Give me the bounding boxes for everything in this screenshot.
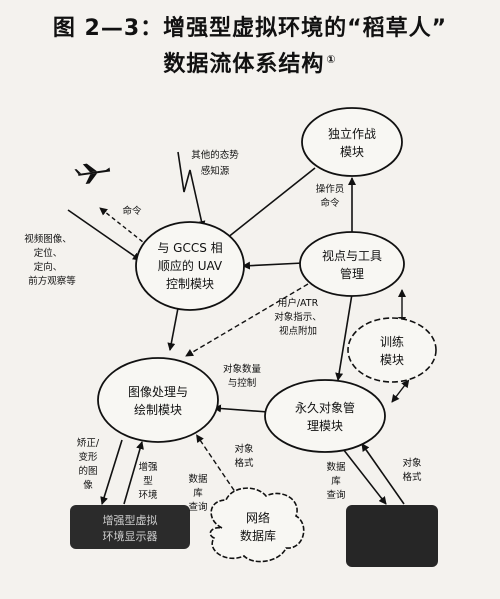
node-persistent-objects: [264, 379, 386, 453]
label-correct-3: 的图: [78, 465, 97, 477]
label-obj-count-1: 对象数量: [223, 363, 262, 375]
label-correct-4: 像: [83, 479, 93, 491]
node-left-display-line2: 环境显示器: [103, 529, 158, 543]
label-user-atr-3: 视点附加: [279, 325, 317, 337]
label-db-query-left-2: 库: [193, 487, 203, 499]
label-video-3: 定向、: [34, 261, 63, 273]
edge-right-db-to-persistent: [361, 443, 405, 505]
node-network-line2: 数据库: [240, 528, 276, 543]
node-persistent-line1: 永久对象管: [295, 400, 355, 415]
node-uav-control: [135, 221, 245, 311]
edge-uav-to-image: [167, 307, 179, 351]
node-right-database: [346, 505, 438, 567]
node-network-db: [209, 487, 305, 563]
label-user-atr-1: 用户/ATR: [278, 297, 319, 309]
label-db-query-left-1: 数据: [188, 473, 208, 485]
figure-title-line1: 图 2—3：增强型虚拟环境的“稻草人”: [52, 16, 448, 41]
label-other-sensors-2: 感知源: [201, 165, 230, 177]
label-video-4: 前方观察等: [28, 275, 76, 287]
node-view-tools-line1: 视点与工具: [322, 248, 382, 263]
footnote-mark: ①: [326, 52, 337, 66]
edge-independent-to-uav: [221, 167, 316, 243]
node-image-line1: 图像处理与: [128, 385, 188, 399]
node-training-line2: 模块: [380, 353, 404, 367]
node-image-processing: [97, 357, 219, 443]
label-correct-2: 变形: [78, 451, 98, 463]
edge-image-to-left-display: [100, 439, 123, 505]
node-persistent-line2: 理模块: [307, 419, 343, 433]
label-db-query-right-1: 数据: [326, 461, 346, 473]
label-other-sensors-1: 其他的态势: [191, 149, 239, 161]
node-independent-ops-line1: 独立作战: [328, 126, 376, 141]
node-image-line2: 绘制模块: [134, 402, 182, 417]
label-enhanced-1: 增强: [138, 461, 158, 473]
label-correct-1: 矫正/: [77, 437, 100, 449]
edge-plane-to-uav: [67, 209, 141, 261]
label-video-1: 视频图像、: [24, 233, 72, 245]
edge-view-to-uav: [242, 261, 304, 270]
node-view-tools: [299, 231, 405, 297]
label-operator-cmd-2: 命令: [320, 197, 340, 209]
edge-persistent-to-image: [213, 404, 269, 413]
label-obj-format-right-1: 对象: [402, 457, 422, 469]
edge-view-to-persistent: [335, 293, 353, 381]
node-independent-ops: [301, 107, 403, 177]
node-uav-line1: 与 GCCS 相: [157, 241, 222, 255]
edge-uav-to-plane: [99, 207, 149, 247]
label-db-query-right-3: 查询: [326, 489, 345, 501]
edge-left-display-to-image: [123, 441, 144, 505]
label-db-query-left-3: 查询: [188, 501, 207, 513]
node-training-line1: 训练: [380, 334, 404, 349]
node-left-display: [70, 505, 190, 549]
edge-training-persistent: [391, 379, 410, 403]
label-enhanced-3: 环境: [138, 489, 158, 501]
lightning-icon: [177, 151, 206, 229]
label-operator-cmd-1: 操作员: [316, 183, 345, 195]
label-obj-format-left-1: 对象: [234, 443, 254, 455]
label-command: 命令: [122, 205, 142, 217]
label-video-2: 定位、: [34, 247, 63, 259]
label-user-atr-2: 对象指示、: [274, 311, 322, 323]
node-uav-line2: 顺应的 UAV: [158, 258, 223, 273]
label-obj-format-right-2: 格式: [402, 471, 422, 483]
label-obj-format-left-2: 格式: [234, 457, 254, 469]
node-uav-line3: 控制模块: [166, 277, 214, 291]
label-obj-count-2: 与控制: [228, 377, 257, 389]
node-left-display-line1: 增强型虚拟: [103, 513, 158, 527]
node-training: [347, 317, 437, 383]
airplane-icon: [74, 163, 111, 185]
node-network-line1: 网络: [246, 510, 270, 525]
node-independent-ops-line2: 模块: [340, 145, 364, 159]
label-enhanced-2: 型: [143, 476, 153, 487]
node-view-tools-line2: 管理: [340, 266, 364, 281]
label-db-query-right-2: 库: [331, 475, 341, 487]
